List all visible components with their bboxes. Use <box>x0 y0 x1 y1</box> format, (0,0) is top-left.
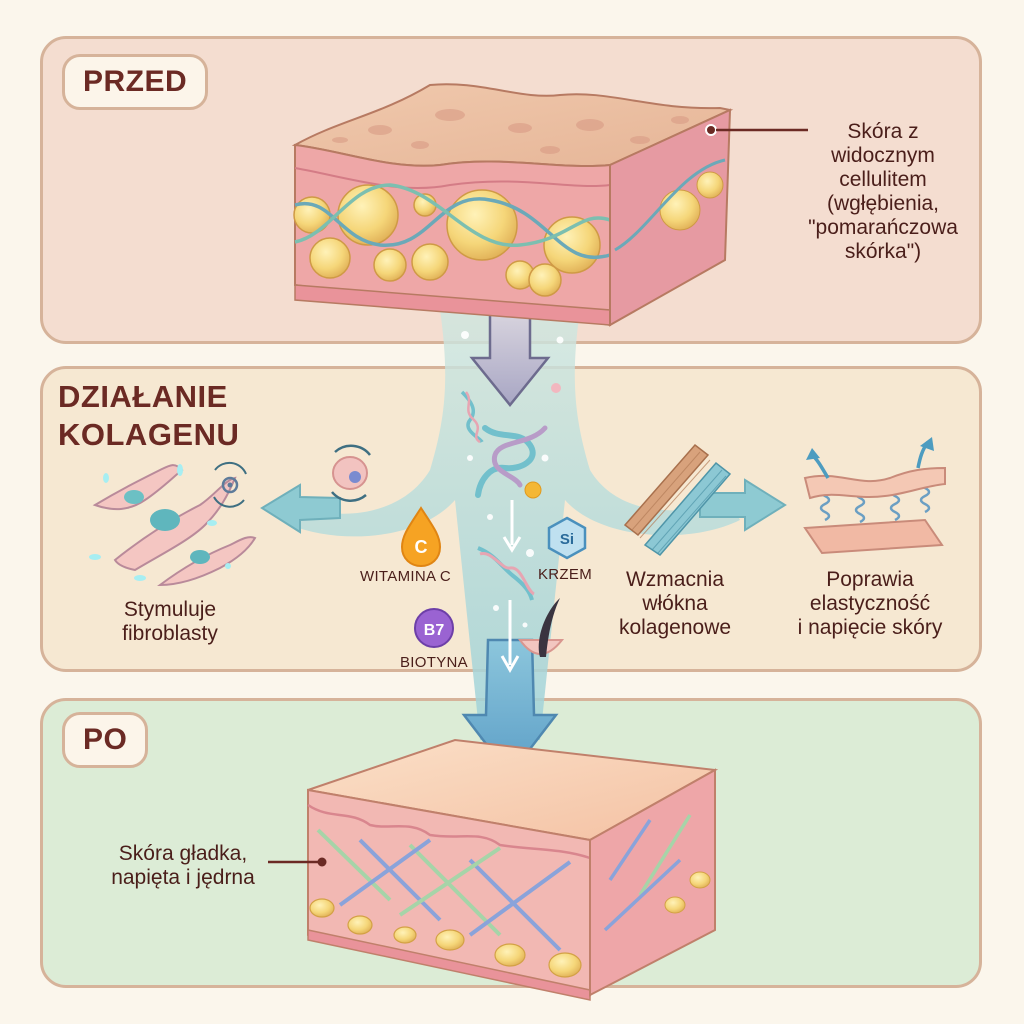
title-line: DZIAŁANIE <box>58 379 228 414</box>
biotin-icon: B7 <box>414 608 454 648</box>
title-line: KOLAGENU <box>58 417 240 452</box>
cellulite-skin-block <box>291 83 808 327</box>
silicon-label: KRZEM <box>538 566 592 583</box>
sparkles <box>461 331 564 628</box>
right-arrow-icon <box>699 478 787 532</box>
biotin-symbol: B7 <box>424 622 445 639</box>
vitamin-c-label: WITAMINA C <box>360 568 452 585</box>
silicon-symbol: Si <box>560 531 574 548</box>
caption-line: napięta i jędrna <box>111 866 255 889</box>
vitamin-c-icon: C <box>400 506 442 568</box>
helix-icon-lower <box>477 546 535 601</box>
caption-line: (wgłębienia, <box>826 192 940 215</box>
pink-particle <box>551 383 561 393</box>
fibroblasts-caption: Stymuluje fibroblasty <box>90 598 250 646</box>
down-arrow-icon <box>469 310 551 407</box>
caption-line: Stymuluje <box>123 598 217 621</box>
vitamin-c-symbol: C <box>415 537 428 557</box>
fibroblasts-icon <box>89 461 257 587</box>
smooth-skin-caption: Skóra gładka, napięta i jędrna <box>88 842 278 890</box>
caption-line: skórka") <box>844 240 922 263</box>
after-label: PO <box>62 712 149 768</box>
caption-line: Poprawia <box>826 568 914 591</box>
collagen-fibers-icon <box>623 443 732 556</box>
fibers-caption: Wzmacnia włókna kolagenowe <box>600 568 750 640</box>
hair-follicle-icon <box>518 598 565 657</box>
collagen-helix-icon <box>475 425 548 498</box>
collagen-flow <box>290 310 740 740</box>
silicon-icon: Si <box>547 516 587 560</box>
cellulite-caption: Skóra z widocznym cellulitem (wgłębienia… <box>778 120 988 264</box>
caption-line: elastyczność <box>809 592 931 615</box>
elasticity-springs-icon <box>803 437 946 555</box>
caption-line: włókna <box>642 592 708 615</box>
smooth-skin-block <box>268 738 719 1001</box>
caption-line: Wzmacnia <box>625 568 725 591</box>
caption-line: Skóra gładka, <box>118 842 248 865</box>
caption-line: kolagenowe <box>618 616 732 639</box>
caption-line: Skóra z <box>847 120 919 143</box>
caption-line: i napięcie skóry <box>797 616 943 639</box>
caption-line: cellulitem <box>839 168 927 191</box>
orange-particle <box>524 481 542 499</box>
caption-line: "pomarańczowa <box>808 216 958 239</box>
before-label: PRZED <box>62 54 209 110</box>
small-helix-icon <box>460 390 484 444</box>
biotin-label: BIOTYNA <box>400 654 468 671</box>
small-down-arrow-icon <box>502 500 522 553</box>
elasticity-caption: Poprawia elastyczność i napięcie skóry <box>770 568 970 640</box>
caption-line: fibroblasty <box>122 622 218 645</box>
collagen-action-title: DZIAŁANIE KOLAGENU <box>58 378 239 454</box>
left-arrow-icon <box>260 483 341 534</box>
caption-line: widocznym <box>831 144 935 167</box>
cell-renewal-icon <box>331 444 371 502</box>
